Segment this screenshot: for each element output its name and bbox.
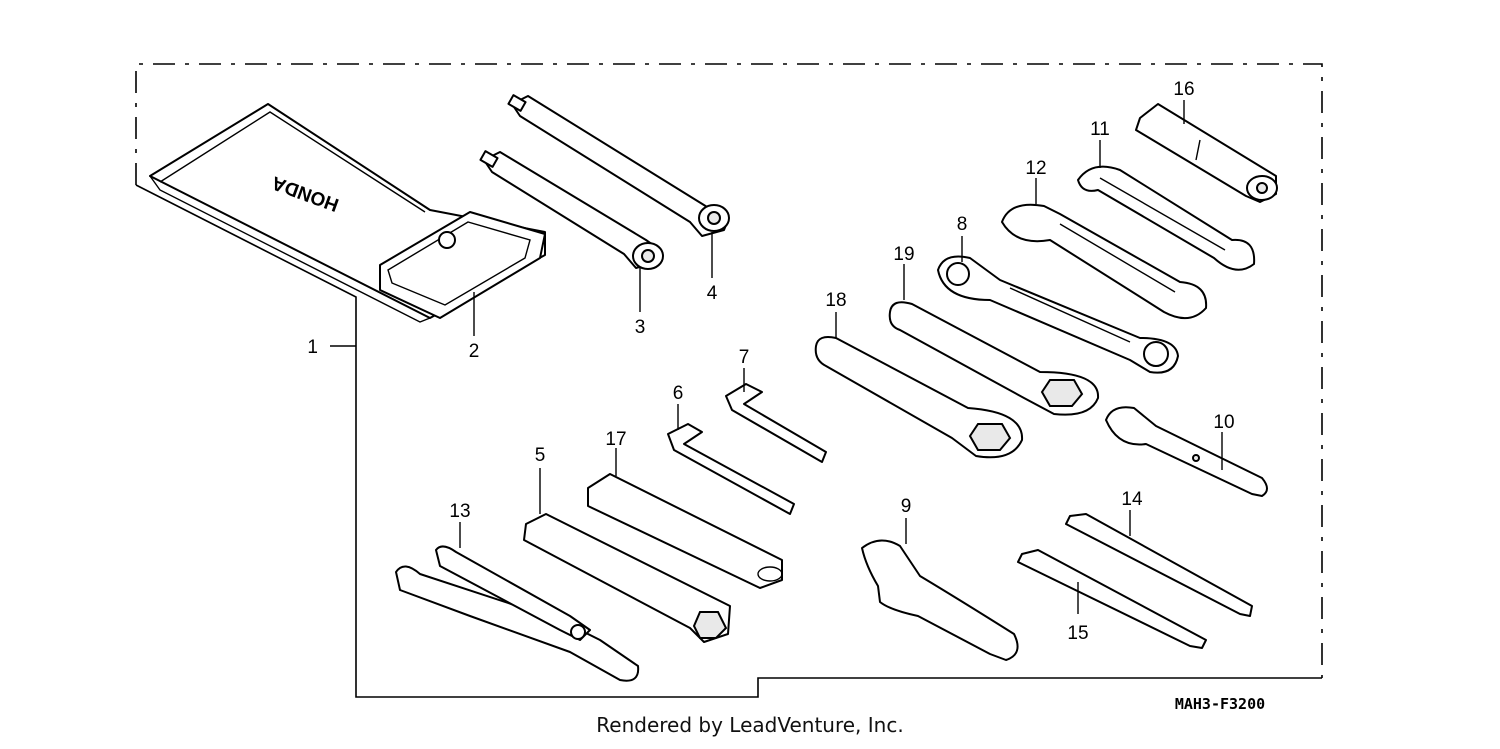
callout-18: 18 <box>825 290 846 311</box>
diagram-code: MAH3-F3200 <box>1175 695 1265 713</box>
callout-17: 17 <box>605 429 626 450</box>
tool-item-6[interactable] <box>667 423 795 515</box>
tool-item-13[interactable] <box>395 545 640 682</box>
tool-bag[interactable]: HONDA <box>149 103 546 323</box>
callout-19: 19 <box>893 244 914 265</box>
callout-11: 11 <box>1090 119 1110 140</box>
tool-item-16[interactable] <box>1135 103 1278 203</box>
tool-item-14[interactable] <box>1065 513 1253 617</box>
callout-7: 7 <box>739 347 750 368</box>
callout-16: 16 <box>1173 79 1194 100</box>
rendered-by-credit: Rendered by LeadVenture, Inc. <box>596 713 904 737</box>
tool-item-4[interactable] <box>507 94 730 237</box>
callout-2: 2 <box>469 341 480 362</box>
tool-item-17[interactable] <box>587 473 783 589</box>
tool-item-10[interactable] <box>1105 406 1268 497</box>
tool-item-19[interactable] <box>888 301 1100 416</box>
callout-4: 4 <box>707 283 718 304</box>
callout-15: 15 <box>1067 623 1088 644</box>
tool-item-3[interactable] <box>479 150 664 270</box>
tool-item-9[interactable] <box>861 539 1019 661</box>
tool-item-7[interactable] <box>725 383 827 463</box>
leader-lines <box>330 100 1223 614</box>
callout-12: 12 <box>1025 158 1046 179</box>
callout-6: 6 <box>673 383 684 404</box>
diagram-frame <box>135 63 1323 698</box>
callout-5: 5 <box>535 445 546 466</box>
callout-13: 13 <box>449 501 470 522</box>
callout-9: 9 <box>901 496 912 517</box>
callout-1: 1 <box>307 337 318 358</box>
callout-8: 8 <box>957 214 968 235</box>
tool-item-5[interactable] <box>523 513 731 643</box>
callout-10: 10 <box>1213 412 1234 433</box>
tool-item-18[interactable] <box>814 336 1024 459</box>
tool-item-8[interactable] <box>937 255 1179 374</box>
tool-item-11[interactable] <box>1077 165 1256 271</box>
callout-3: 3 <box>635 317 646 338</box>
tool-item-12[interactable] <box>1001 203 1208 319</box>
callout-14: 14 <box>1121 489 1143 510</box>
tool-item-15[interactable] <box>1017 549 1207 649</box>
